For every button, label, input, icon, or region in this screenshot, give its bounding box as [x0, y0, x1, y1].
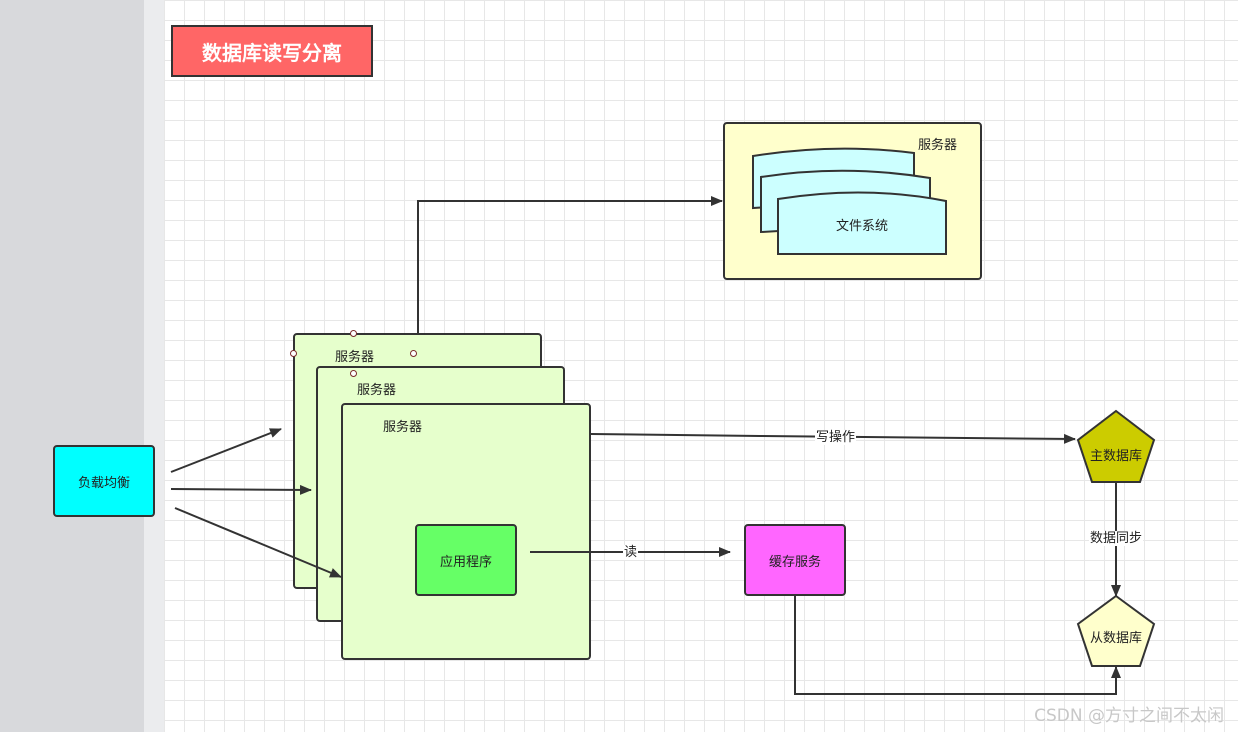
lb-to-server-1-edge	[170, 428, 282, 473]
selection-handle[interactable]	[350, 370, 357, 377]
file-server-label: 服务器	[918, 138, 958, 153]
sync-edge-label: 数据同步	[1089, 531, 1144, 546]
cache-to-slave-edge	[794, 596, 1121, 695]
app-server-label-2: 服务器	[357, 383, 397, 398]
server-to-file-edge	[417, 196, 723, 333]
application-node[interactable]: 应用程序	[415, 524, 517, 596]
write-edge-label: 写操作	[815, 430, 857, 445]
app-server-label-3: 服务器	[383, 420, 423, 435]
cache-node[interactable]: 缓存服务	[744, 524, 846, 596]
lb-to-server-2-edge	[170, 484, 312, 495]
master-db-label: 主数据库	[1090, 449, 1143, 464]
write-edge	[590, 433, 1076, 444]
slave-db-label: 从数据库	[1090, 631, 1143, 646]
panel-divider[interactable]	[144, 0, 164, 732]
selection-handle[interactable]	[290, 350, 297, 357]
slave-db-shape	[1076, 594, 1156, 667]
load-balancer-node[interactable]: 负载均衡	[53, 445, 155, 517]
selection-handle[interactable]	[350, 330, 357, 337]
diagram-title[interactable]: 数据库读写分离	[171, 25, 373, 77]
watermark: CSDN @方寸之间不太闲	[1034, 706, 1224, 726]
file-system-label: 文件系统	[836, 219, 889, 234]
file-system-doc-front	[777, 191, 947, 255]
left-shape-panel	[0, 0, 144, 732]
master-db-shape	[1076, 409, 1156, 483]
lb-to-server-3-edge	[174, 507, 342, 578]
read-edge-label: 读	[623, 545, 639, 560]
app-server-label-1: 服务器	[335, 350, 375, 365]
selection-handle[interactable]	[410, 350, 417, 357]
